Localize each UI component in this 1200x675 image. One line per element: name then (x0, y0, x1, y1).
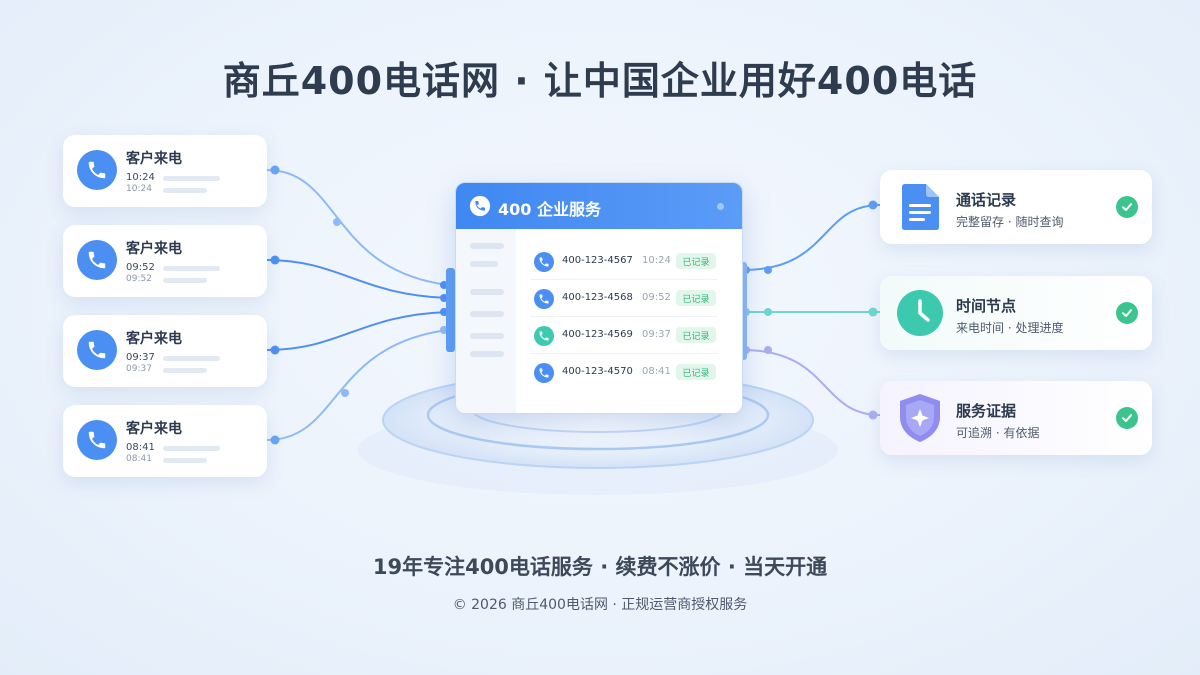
recorded-badge: 已记录 (676, 290, 716, 306)
call-label: 客户来电 (126, 421, 182, 437)
phone-icon (534, 326, 554, 346)
panel-title: 400 企业服务 (498, 200, 601, 219)
feature-title: 服务证据 (956, 402, 1017, 420)
panel-header: 400 企业服务 (456, 183, 742, 229)
record-time: 08:41 (642, 366, 671, 377)
page-title: 商丘400电话网 · 让中国企业用好400电话 (222, 59, 978, 103)
record-time: 09:37 (642, 329, 671, 340)
sidebar-placeholder (470, 351, 504, 357)
recorded-badge: 已记录 (676, 364, 716, 380)
sidebar-placeholder (470, 243, 504, 249)
document-icon (902, 184, 939, 230)
placeholder-bar (163, 368, 207, 373)
sidebar-placeholder (470, 261, 498, 267)
placeholder-bar (163, 176, 220, 181)
call-record-row[interactable]: 400-123-4567 10:24 已记录 (530, 244, 730, 280)
placeholder-bar (163, 356, 220, 361)
phone-icon (77, 240, 117, 280)
incoming-call-card: 客户来电 09:52 09:52 (63, 225, 267, 297)
dot-decoration (717, 203, 724, 210)
feature-title: 通话记录 (956, 191, 1017, 209)
clock-icon (897, 290, 943, 336)
phone-icon (469, 195, 491, 217)
check-icon (1116, 302, 1138, 324)
call-label: 客户来电 (126, 331, 182, 347)
incoming-call-card: 客户来电 09:37 09:37 (63, 315, 267, 387)
phone-icon (77, 150, 117, 190)
call-record-row[interactable]: 400-123-4568 09:52 已记录 (530, 281, 730, 317)
call-time-faint: 09:52 (126, 274, 152, 284)
placeholder-bar (163, 446, 220, 451)
feature-card-evidence: 服务证据 可追溯 · 有依据 (880, 381, 1152, 455)
feature-title: 时间节点 (956, 297, 1017, 315)
placeholder-bar (163, 278, 207, 283)
phone-number: 400-123-4567 (562, 255, 633, 266)
check-icon (1116, 407, 1138, 429)
record-time: 10:24 (642, 255, 671, 266)
call-time-faint: 10:24 (126, 184, 152, 194)
feature-subtitle: 可追溯 · 有依据 (956, 426, 1040, 440)
panel-sidebar (456, 229, 516, 413)
phone-icon (534, 252, 554, 272)
call-time: 10:24 (126, 172, 155, 183)
placeholder-bar (163, 266, 220, 271)
feature-card-call-log: 通话记录 完整留存 · 随时查询 (880, 170, 1152, 244)
incoming-call-card: 客户来电 10:24 10:24 (63, 135, 267, 207)
call-time-faint: 08:41 (126, 454, 152, 464)
call-record-row[interactable]: 400-123-4569 09:37 已记录 (530, 318, 730, 354)
recorded-badge: 已记录 (676, 327, 716, 343)
footer-copyright: © 2026 商丘400电话网 · 正规运营商授权服务 (452, 597, 748, 613)
sidebar-placeholder (470, 289, 504, 295)
call-time: 09:37 (126, 352, 155, 363)
call-label: 客户来电 (126, 241, 182, 257)
call-time-faint: 09:37 (126, 364, 152, 374)
record-time: 09:52 (642, 292, 671, 303)
phone-icon (77, 420, 117, 460)
feature-card-timeline: 时间节点 来电时间 · 处理进度 (880, 276, 1152, 350)
phone-number: 400-123-4569 (562, 329, 633, 340)
tagline: 19年专注400电话服务 · 续费不涨价 · 当天开通 (372, 555, 828, 579)
phone-icon (77, 330, 117, 370)
phone-icon (534, 289, 554, 309)
call-record-row[interactable]: 400-123-4570 08:41 已记录 (530, 355, 730, 391)
service-panel: 400 企业服务 400-123-4567 10:24 已记录 400-123-… (455, 182, 743, 414)
incoming-call-card: 客户来电 08:41 08:41 (63, 405, 267, 477)
phone-number: 400-123-4570 (562, 366, 633, 377)
placeholder-bar (163, 458, 207, 463)
feature-subtitle: 来电时间 · 处理进度 (956, 321, 1064, 335)
placeholder-bar (163, 188, 207, 193)
phone-icon (534, 363, 554, 383)
row-divider (530, 316, 718, 317)
check-icon (1116, 196, 1138, 218)
call-label: 客户来电 (126, 151, 182, 167)
row-divider (530, 353, 718, 354)
phone-number: 400-123-4568 (562, 292, 633, 303)
shield-icon (900, 394, 940, 442)
sidebar-placeholder (470, 333, 504, 339)
call-time: 09:52 (126, 262, 155, 273)
feature-subtitle: 完整留存 · 随时查询 (956, 215, 1064, 229)
call-time: 08:41 (126, 442, 155, 453)
recorded-badge: 已记录 (676, 253, 716, 269)
sidebar-placeholder (470, 311, 504, 317)
row-divider (530, 279, 718, 280)
